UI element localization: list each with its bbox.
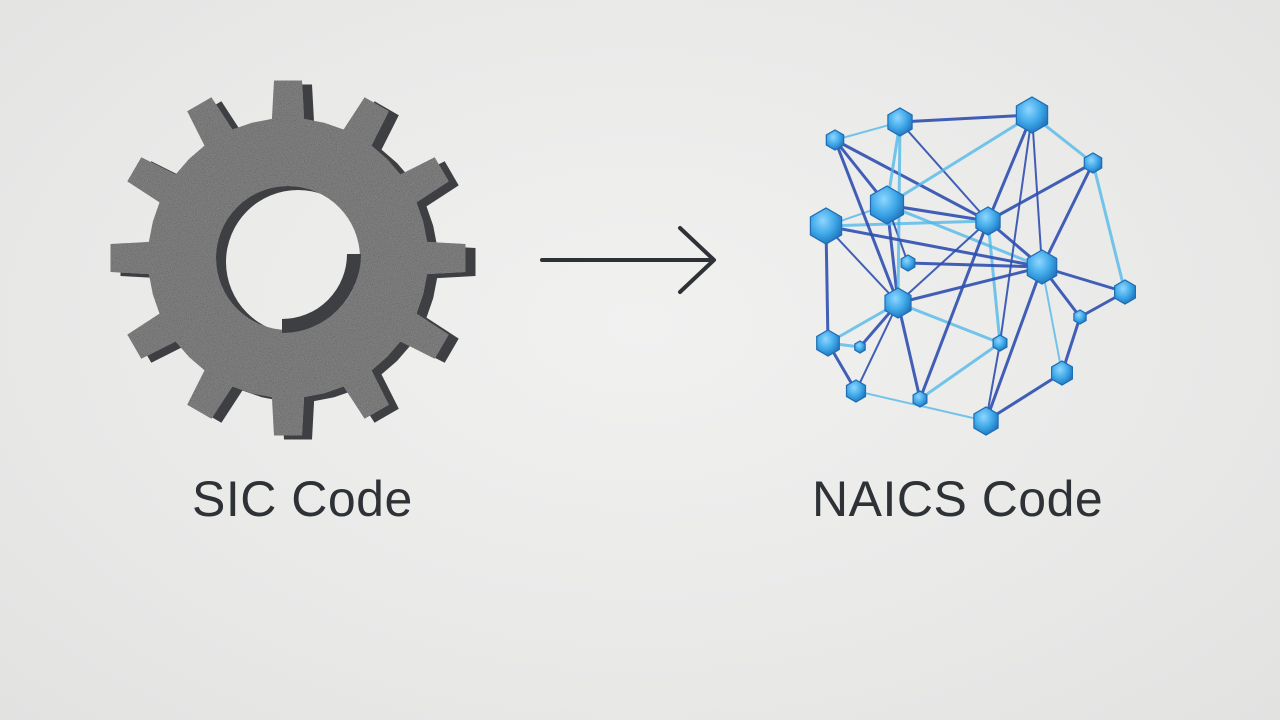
- network-nodes: [809, 96, 1136, 436]
- network-edge: [907, 261, 1043, 269]
- network-node: [912, 390, 928, 408]
- network-graph-svg: [809, 96, 1136, 436]
- network-edge: [897, 220, 989, 304]
- network-node: [1015, 96, 1049, 134]
- network-edge: [1040, 162, 1095, 268]
- network-graph-icon: [790, 85, 1160, 445]
- gear-body: [110, 80, 466, 436]
- network-node: [854, 340, 866, 354]
- network-node: [887, 107, 913, 137]
- network-edge: [825, 224, 1043, 269]
- network-edge: [985, 371, 1063, 423]
- network-node: [809, 207, 843, 245]
- network-node: [1051, 360, 1073, 386]
- network-node: [845, 379, 867, 403]
- network-node: [1083, 152, 1103, 174]
- network-node: [1114, 279, 1136, 305]
- network-edge: [899, 121, 989, 222]
- network-edge: [919, 341, 1001, 401]
- network-edge: [987, 161, 1094, 223]
- network-edge: [1091, 162, 1127, 293]
- network-edge: [897, 265, 1043, 305]
- network-node: [816, 329, 840, 357]
- network-node: [884, 287, 912, 319]
- network-node: [973, 406, 999, 436]
- network-edge: [986, 220, 1002, 344]
- network-edge: [896, 302, 922, 400]
- network-edge: [986, 114, 1034, 222]
- network-edge: [999, 114, 1033, 344]
- network-edge: [825, 219, 989, 228]
- sic-code-label: SIC Code: [192, 471, 413, 527]
- network-edges: [824, 113, 1127, 423]
- network-edge: [1041, 266, 1063, 374]
- network-edge: [855, 302, 899, 392]
- network-node: [900, 254, 916, 272]
- right-arrow-icon: [530, 220, 730, 300]
- arrow-head: [678, 226, 716, 294]
- gear-hole-rim: [281, 253, 361, 333]
- network-edge: [886, 113, 1033, 207]
- network-node: [1073, 309, 1087, 325]
- network-edge: [886, 203, 1043, 269]
- network-edge: [984, 266, 1044, 422]
- gear-icon: [100, 72, 490, 452]
- network-edge: [918, 220, 990, 400]
- right-arrow-svg: [540, 226, 716, 294]
- network-edge: [824, 225, 830, 344]
- network-edge: [825, 225, 899, 304]
- network-edge: [834, 138, 989, 223]
- network-node: [825, 129, 845, 151]
- network-edge: [833, 139, 900, 304]
- network-edge: [899, 113, 1033, 124]
- network-node: [1026, 249, 1058, 285]
- network-edge: [1031, 114, 1043, 268]
- gear-face: [110, 80, 466, 436]
- naics-code-label: NAICS Code: [812, 471, 1104, 527]
- network-node: [975, 206, 1001, 236]
- gear-icon-svg: [110, 80, 476, 440]
- network-node: [869, 185, 905, 225]
- network-node: [992, 334, 1008, 352]
